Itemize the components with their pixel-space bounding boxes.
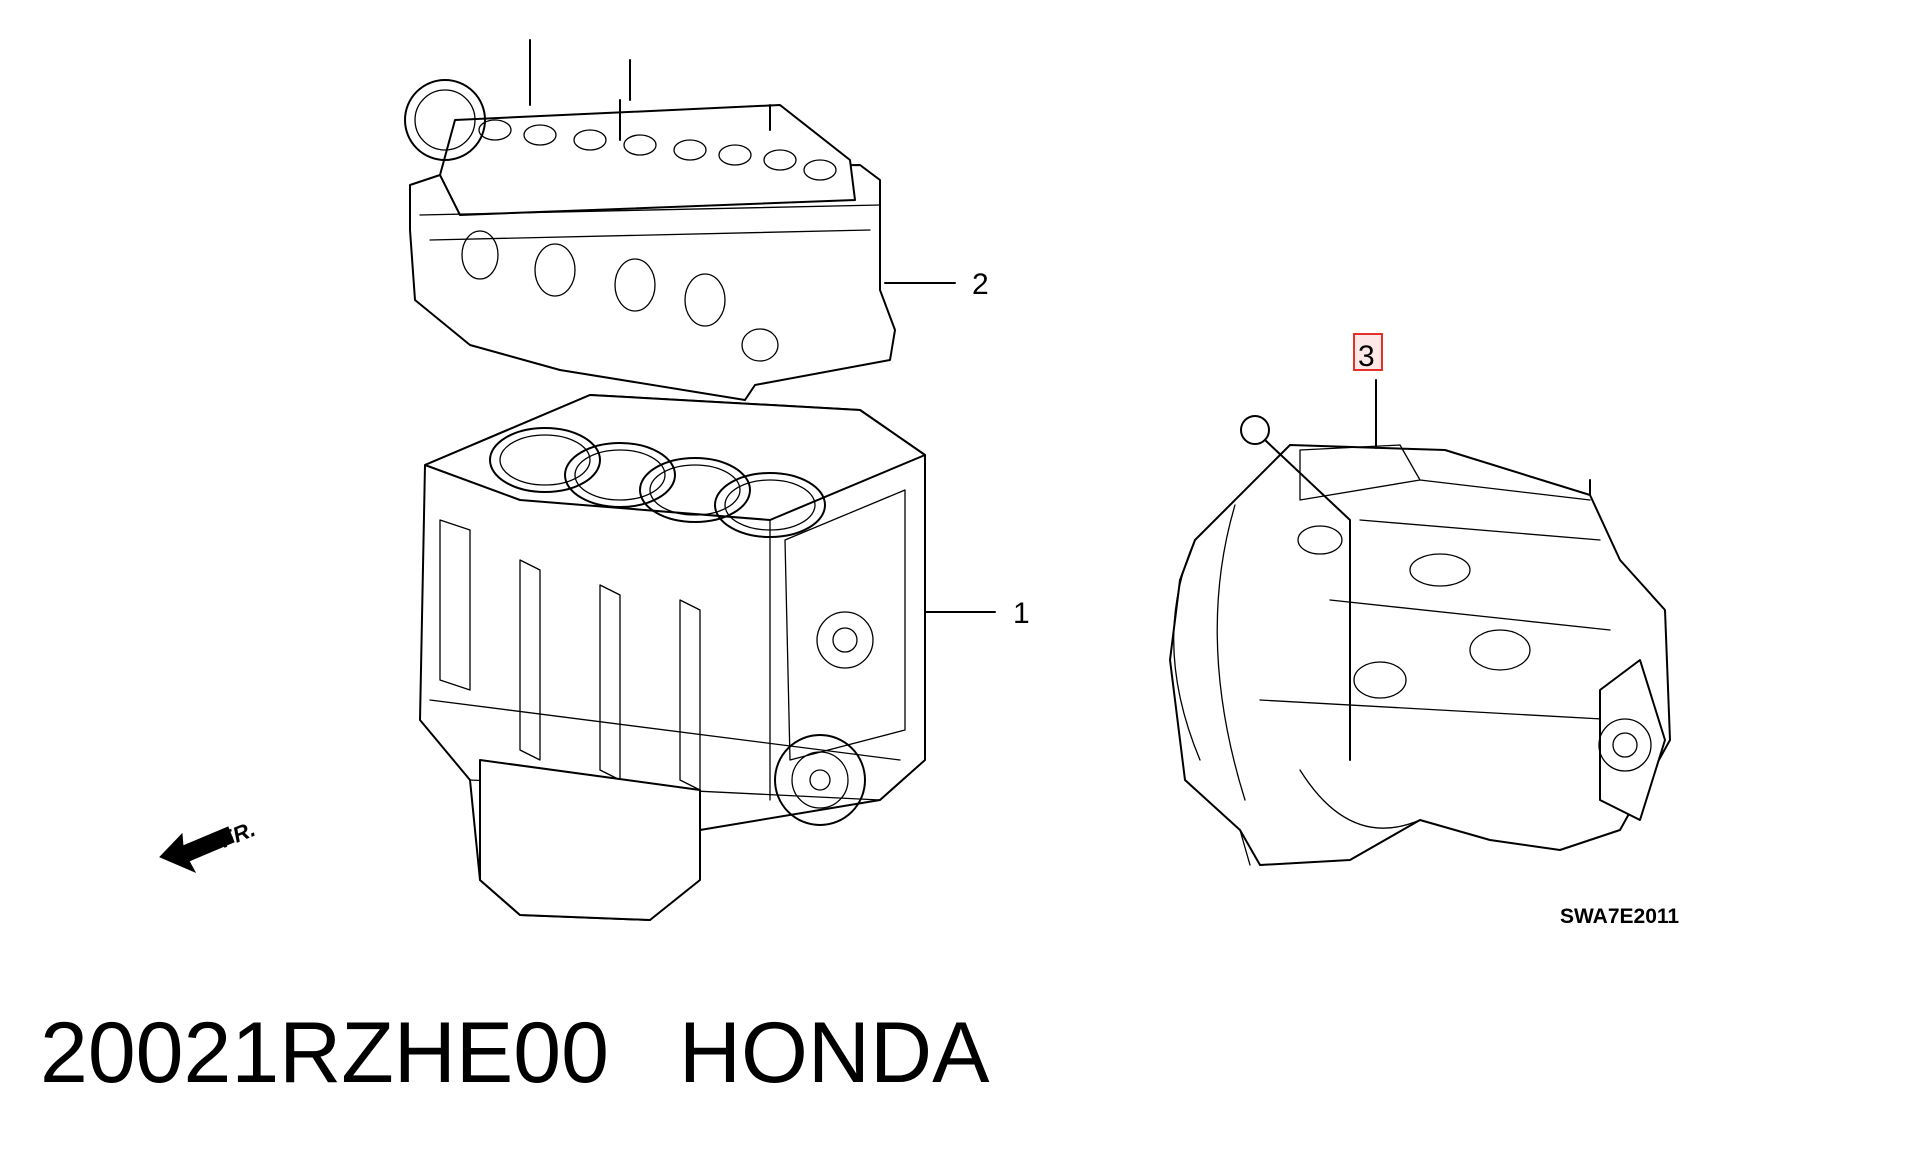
callout-3[interactable]: 3 (1358, 340, 1375, 373)
diagram-code: SWA7E2011 (1560, 905, 1679, 928)
brand-name: HONDA (678, 1005, 990, 1101)
callout-2[interactable]: 2 (972, 268, 989, 301)
front-direction-indicator: FR. (159, 816, 259, 874)
leader-lines (884, 282, 1377, 613)
callout-3-highlight[interactable]: 3 (1353, 333, 1383, 373)
engine-block-icon[interactable] (419, 394, 926, 921)
part-number: 20021RZHE00 (40, 1005, 609, 1101)
transmission-icon[interactable] (1169, 415, 1671, 866)
cylinder-head-icon[interactable] (404, 39, 896, 401)
direction-label: FR. (217, 816, 259, 852)
highlight-box (1353, 333, 1383, 371)
callout-1[interactable]: 1 (1013, 597, 1030, 630)
arrow-left-icon (159, 826, 235, 874)
